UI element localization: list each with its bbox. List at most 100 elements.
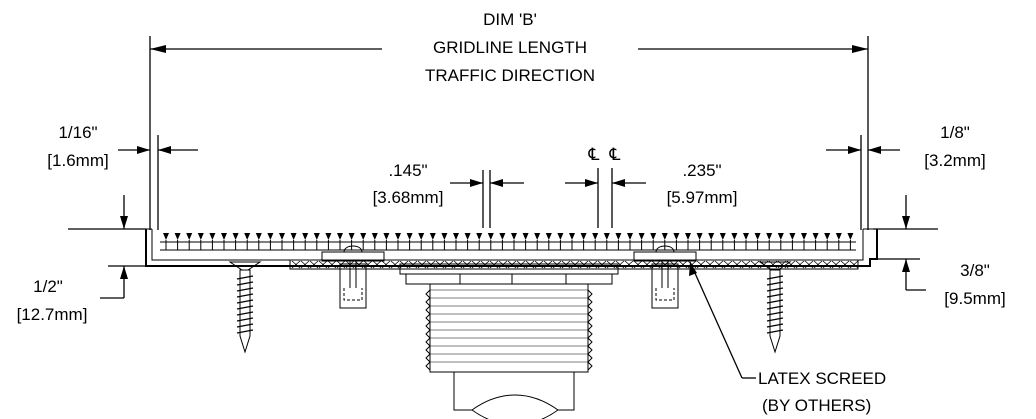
grating-tooth bbox=[441, 233, 448, 240]
grating-tooth bbox=[290, 233, 297, 240]
left-gap-imperial: 1/16" bbox=[58, 123, 97, 142]
right-depth-imperial: 3/8" bbox=[960, 261, 990, 280]
grating bbox=[160, 233, 856, 251]
bolt-anchor-right bbox=[651, 263, 679, 309]
bar-width-dimension: .145" [3.68mm] bbox=[373, 161, 524, 228]
hatch-stroke bbox=[795, 260, 805, 269]
outlet-rib bbox=[425, 289, 593, 299]
grating-tooth bbox=[453, 233, 459, 240]
hatch-stroke bbox=[687, 260, 697, 269]
bar-spacing-arrow-left bbox=[585, 179, 598, 187]
grating-tooth bbox=[174, 233, 181, 240]
grating-tooth bbox=[209, 233, 216, 240]
grating-tooth bbox=[754, 233, 761, 240]
by-others-label: (BY OTHERS) bbox=[762, 396, 871, 415]
grating-tooth bbox=[418, 233, 425, 240]
left-gap-arrow-left bbox=[137, 146, 150, 154]
grating-tooth bbox=[743, 233, 749, 240]
grating-tooth bbox=[221, 233, 227, 240]
hatch-stroke bbox=[300, 260, 310, 269]
grating-tooth bbox=[835, 233, 842, 240]
grating-tooth bbox=[244, 233, 251, 240]
grating-tooth bbox=[812, 233, 819, 240]
hatch-stroke bbox=[849, 260, 859, 269]
thread-stroke bbox=[766, 311, 784, 316]
grating-tooth bbox=[603, 233, 610, 240]
anchor-screw-right bbox=[758, 261, 792, 354]
frame-outer bbox=[145, 229, 878, 267]
grating-tooth bbox=[313, 233, 320, 240]
dim-b-dimension: DIM 'B' GRIDLINE LENGTH TRAFFIC DIRECTIO… bbox=[149, 10, 869, 230]
grating-tooth bbox=[232, 233, 239, 240]
grating-tooth bbox=[337, 233, 343, 240]
left-depth-imperial: 1/2" bbox=[33, 277, 63, 296]
traffic-direction-label: TRAFFIC DIRECTION bbox=[425, 66, 595, 85]
thread-stroke bbox=[766, 317, 784, 322]
thread-stroke bbox=[236, 275, 254, 280]
thread-stroke bbox=[766, 281, 784, 286]
grating-tooth bbox=[522, 233, 529, 240]
grating-tooth bbox=[580, 233, 587, 240]
grating-tooth bbox=[708, 233, 715, 240]
clamp-bolt-right bbox=[651, 245, 679, 309]
outlet-rib bbox=[425, 361, 593, 371]
bar-width-imperial: .145" bbox=[388, 161, 427, 180]
latex-screed-arrow bbox=[689, 262, 697, 276]
left-depth-arrow-top bbox=[120, 216, 128, 229]
hatch-stroke bbox=[750, 260, 760, 269]
hatch-stroke bbox=[624, 260, 634, 269]
grating-tooth bbox=[476, 233, 483, 240]
right-depth-arrow-top bbox=[902, 216, 910, 229]
outlet-ribs bbox=[425, 289, 593, 371]
outlet-pipe-break-curve bbox=[471, 409, 559, 419]
grating-teeth bbox=[163, 233, 854, 250]
grating-tooth bbox=[719, 233, 726, 240]
left-gap-arrow-right bbox=[158, 146, 171, 154]
hatch-stroke bbox=[840, 260, 850, 269]
thread-stroke bbox=[236, 293, 254, 298]
bolt-head-left bbox=[343, 245, 363, 253]
thread-stroke bbox=[766, 293, 784, 298]
grating-tooth bbox=[487, 233, 494, 240]
thread-stroke bbox=[766, 299, 784, 304]
right-gap-metric: [3.2mm] bbox=[924, 151, 985, 170]
grating-tooth bbox=[429, 233, 436, 240]
hatch-stroke bbox=[678, 260, 688, 269]
grating-tooth bbox=[615, 233, 622, 240]
bolt-anchor-left bbox=[339, 263, 367, 309]
hatch-stroke bbox=[831, 260, 841, 269]
left-gap-dimension: 1/16" [1.6mm] bbox=[47, 123, 198, 230]
grating-tooth bbox=[731, 233, 738, 240]
screw-thread-right bbox=[766, 275, 784, 334]
thread-stroke bbox=[236, 317, 254, 322]
bar-spacing-arrow-right bbox=[612, 179, 625, 187]
outlet-pipe-breakline bbox=[453, 372, 575, 411]
thread-stroke bbox=[766, 287, 784, 292]
outlet-rib bbox=[425, 321, 593, 331]
outlet-rib bbox=[425, 305, 593, 315]
centerline-symbol-right: ℄ bbox=[609, 145, 621, 164]
screw-shank-right bbox=[769, 269, 781, 354]
outlet-body bbox=[429, 284, 589, 373]
dim-b-arrow-left bbox=[150, 45, 166, 53]
hatch-stroke bbox=[804, 260, 814, 269]
grating-tooth bbox=[766, 233, 773, 240]
right-gap-imperial: 1/8" bbox=[940, 123, 970, 142]
outlet-rib bbox=[425, 297, 593, 307]
right-gap-arrow-right bbox=[868, 146, 881, 154]
bolt-head-right bbox=[655, 245, 675, 253]
grating-tooth bbox=[499, 233, 506, 240]
screed-band bbox=[289, 259, 859, 270]
latex-screed-callout: LATEX SCREED (BY OTHERS) bbox=[689, 261, 886, 415]
hatch-stroke bbox=[633, 260, 643, 269]
hatch-stroke bbox=[723, 260, 733, 269]
grating-tooth bbox=[383, 233, 390, 240]
thread-stroke bbox=[236, 299, 254, 304]
thread-stroke bbox=[236, 305, 254, 310]
hatch-stroke bbox=[642, 260, 652, 269]
outlet-rib bbox=[425, 353, 593, 363]
hatch-stroke bbox=[696, 260, 706, 269]
right-depth-metric: [9.5mm] bbox=[944, 289, 1005, 308]
dim-b-arrow-right bbox=[852, 45, 868, 53]
